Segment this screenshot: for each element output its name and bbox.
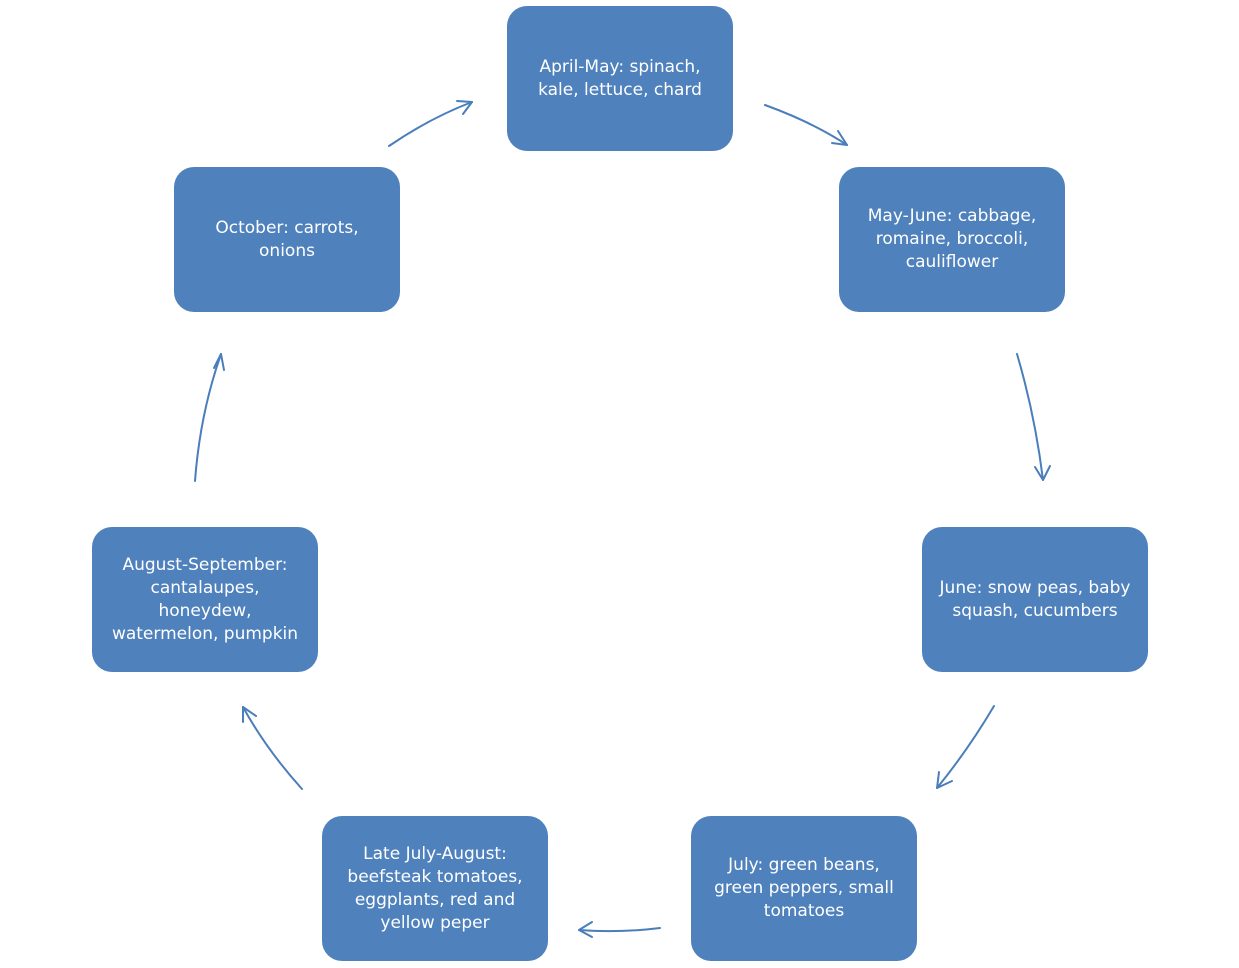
stage-late-july-august: Late July-August: beefsteak tomatoes, eg… <box>322 816 548 961</box>
stage-label: April-May: spinach, kale, lettuce, chard <box>538 56 702 100</box>
stage-label: October: carrots, onions <box>215 217 359 261</box>
stage-label: Late July-August: beefsteak tomatoes, eg… <box>347 843 523 933</box>
stage-label: June: snow peas, baby squash, cucumbers <box>939 577 1131 621</box>
stage-label: August-September: cantalaupes, honeydew,… <box>111 554 299 644</box>
stage-label: May-June: cabbage, romaine, broccoli, ca… <box>867 206 1037 272</box>
stage-june: June: snow peas, baby squash, cucumbers <box>922 527 1148 672</box>
arrow-april-may-to-may-june <box>764 104 848 146</box>
stage-october: October: carrots, onions <box>174 167 400 312</box>
stage-august-september: August-September: cantalaupes, honeydew,… <box>92 527 318 672</box>
arrow-october-to-april-may <box>388 100 473 147</box>
arrow-july-to-late-july-august <box>578 921 661 938</box>
stage-july: July: green beans, green peppers, small … <box>691 816 917 961</box>
arrow-august-september-to-october <box>194 353 225 482</box>
arrow-late-july-august-to-august-september <box>242 706 303 790</box>
arrow-may-june-to-june <box>1016 353 1051 481</box>
arrow-june-to-july <box>936 705 995 789</box>
stage-may-june: May-June: cabbage, romaine, broccoli, ca… <box>839 167 1065 312</box>
stage-label: July: green beans, green peppers, small … <box>714 855 894 921</box>
stage-april-may: April-May: spinach, kale, lettuce, chard <box>507 6 733 151</box>
